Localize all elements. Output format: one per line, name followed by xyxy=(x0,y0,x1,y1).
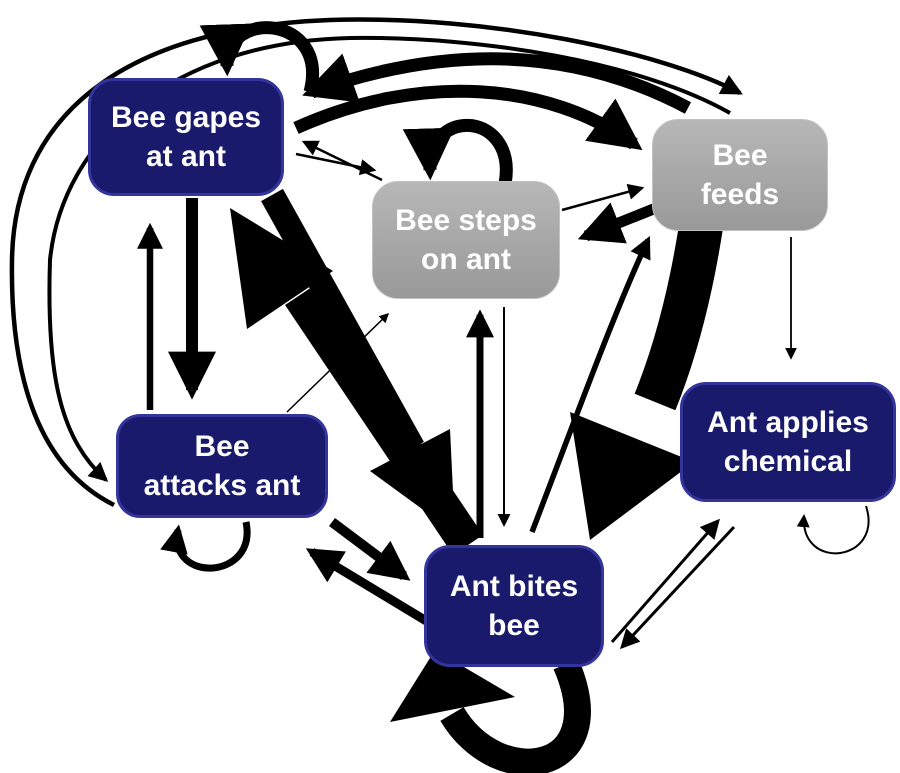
arrow-bee-attacks-ant-to-ant-bites-bee xyxy=(329,518,411,581)
arrowhead-bee-gapes-at-ant-to-ant-bites-bee xyxy=(370,429,455,533)
arrow-bee-gapes-at-ant-to-bee-steps-on-ant xyxy=(295,152,377,176)
node-label-line1: Ant bites xyxy=(449,570,579,603)
arrow-ant-applies-chemical-to-ant-bites-bee xyxy=(620,525,736,650)
self-loop-ant-bites-bee xyxy=(440,658,591,773)
arrowhead-bee-feeds-to-ant-bites-bee xyxy=(570,412,694,540)
node-label-line1: Bee xyxy=(194,430,250,463)
node-label-line2: attacks ant xyxy=(143,469,301,502)
self-loop-bee-attacks-ant xyxy=(160,521,251,572)
arrow-bee-steps-on-ant-to-bee-gapes-at-ant xyxy=(301,140,383,182)
node-label-line2: chemical xyxy=(723,445,853,478)
node-bee-steps-on-ant: Bee steps on ant xyxy=(372,181,560,299)
node-label-line1: Bee xyxy=(712,139,768,172)
node-label-line2: feeds xyxy=(700,178,780,211)
node-bee-feeds: Bee feeds xyxy=(652,119,828,231)
node-ant-applies-chemical: Ant applies chemical xyxy=(680,382,896,502)
self-loop-ant-applies-chemical xyxy=(796,505,870,555)
node-bee-gapes-at-ant: Bee gapes at ant xyxy=(88,78,284,196)
arrow-bee-attacks-ant-to-bee-feeds xyxy=(9,17,743,508)
node-label-line1: Bee gapes xyxy=(110,101,262,134)
arrow-bee-attacks-ant-to-bee-steps-on-ant xyxy=(286,312,390,413)
arrow-bee-gapes-at-ant-to-bee-feeds xyxy=(293,84,643,151)
node-bee-attacks-ant: Bee attacks ant xyxy=(116,414,328,518)
self-loop-bee-gapes-at-ant xyxy=(199,21,319,94)
node-ant-bites-bee: Ant bites bee xyxy=(424,545,604,667)
arrowhead-self-loop-ant-bites-bee xyxy=(390,650,515,722)
node-label-line1: Bee steps xyxy=(395,204,537,237)
arrow-bee-gapes-at-ant-to-ant-bites-bee xyxy=(261,188,424,455)
arrow-bee-feeds-to-bee-gapes-at-ant xyxy=(302,52,692,114)
arrow-bee-feeds-to-bee-steps-on-ant xyxy=(577,202,659,244)
arrowhead-ant-bites-bee-to-bee-gapes-at-ant xyxy=(230,208,333,329)
arrow-bee-feeds-to-ant-bites-bee xyxy=(634,216,724,411)
self-loop-bee-steps-on-ant xyxy=(402,118,513,186)
arrow-ant-bites-bee-to-ant-applies-chemical xyxy=(610,518,720,643)
arrow-ant-bites-bee-to-bee-attacks-ant xyxy=(305,548,431,626)
node-label-line2: on ant xyxy=(421,243,511,276)
arrow-bee-steps-on-ant-to-bee-feeds xyxy=(561,183,645,212)
arrow-ant-bites-bee-to-bee-feeds xyxy=(529,236,651,533)
node-label-line2: at ant xyxy=(145,140,226,173)
node-label-line1: Ant applies xyxy=(707,406,869,439)
node-label-line2: bee xyxy=(488,609,540,642)
